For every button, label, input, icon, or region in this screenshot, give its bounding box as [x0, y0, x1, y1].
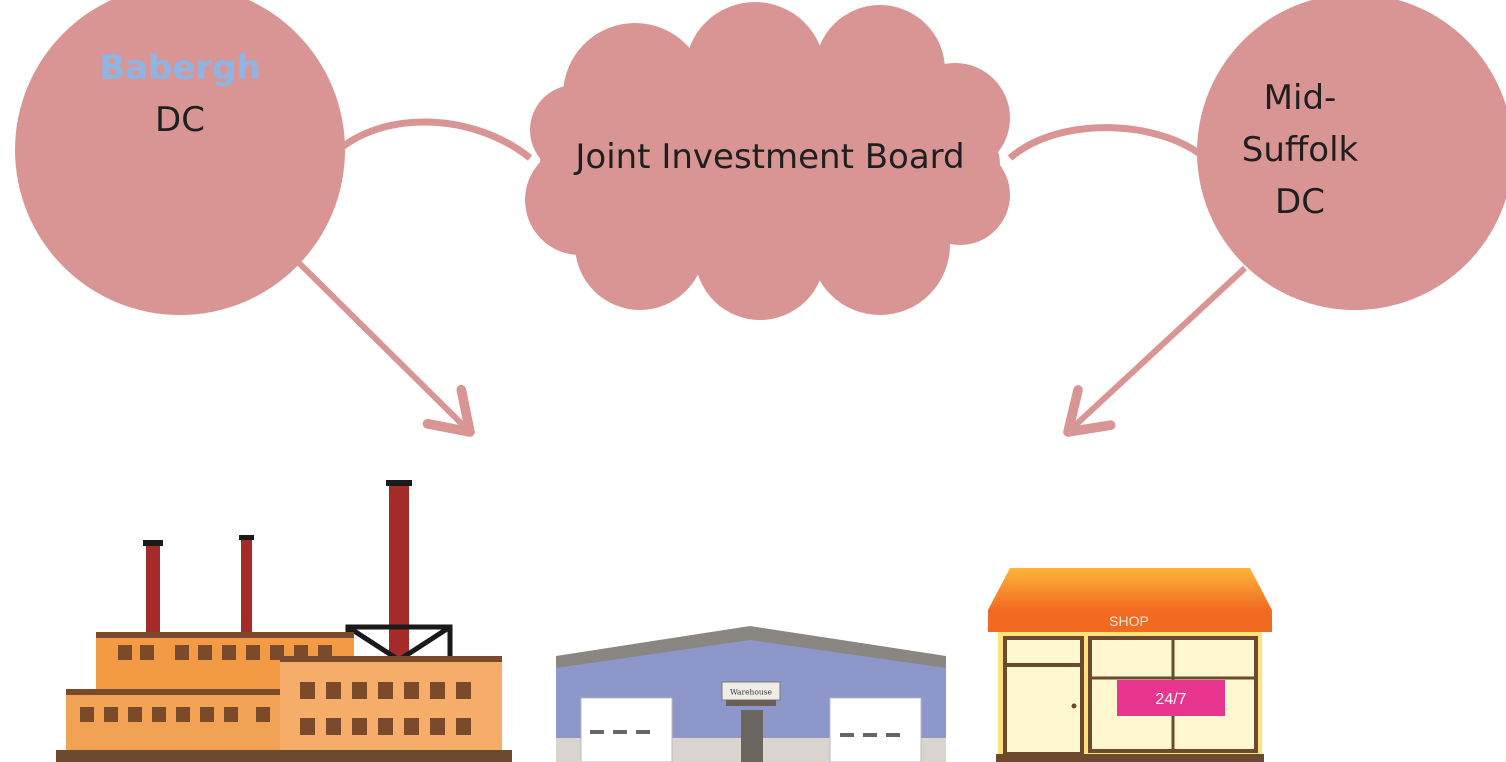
mid-suffolk-dc-node [1197, 0, 1506, 310]
babergh-dc-suffix: DC [155, 100, 205, 140]
mid-suffolk-line-3: DC [1275, 182, 1325, 222]
mid-suffolk-dc-label: Mid- Suffolk DC [1200, 72, 1400, 228]
mid-suffolk-line-1: Mid- [1263, 78, 1337, 118]
warehouse-illustration: Warehouse [556, 626, 946, 762]
joint-investment-board-cloud [525, 2, 1010, 320]
arrow-midsuffolk-to-buildings [1063, 265, 1248, 437]
connector-babergh-board [327, 118, 533, 161]
babergh-name: Babergh [99, 48, 261, 88]
arrow-babergh-to-buildings [295, 259, 475, 437]
mid-suffolk-line-2: Suffolk [1241, 130, 1359, 170]
joint-investment-board-label: Joint Investment Board [575, 137, 965, 177]
factory-illustration [56, 480, 512, 762]
shop-illustration: SHOP 24/7 [988, 568, 1272, 762]
warehouse-sign-text: Warehouse [730, 688, 773, 697]
babergh-dc-label: Babergh DC [60, 42, 300, 146]
shop-hours-text: 24/7 [1155, 691, 1186, 708]
connector-board-midsuffolk [1007, 124, 1208, 161]
babergh-dc-node [15, 0, 345, 315]
shop-sign-text: SHOP [1109, 613, 1149, 629]
